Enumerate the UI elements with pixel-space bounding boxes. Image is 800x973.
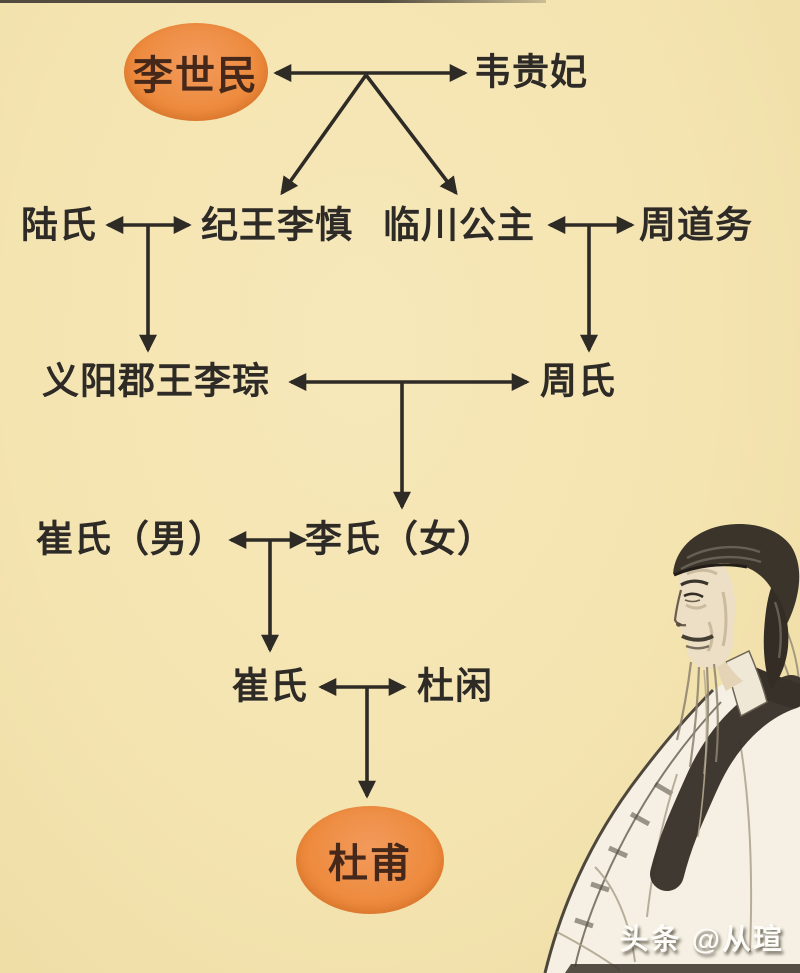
node-dufu-label: 杜甫	[328, 841, 412, 886]
node-duxian: 杜闲	[417, 666, 493, 708]
node-cuishi: 崔氏	[232, 666, 308, 708]
node-zhoushi: 周氏	[540, 361, 616, 403]
node-cuishi-husband: 崔氏（男）	[36, 519, 226, 561]
node-jiwang-lishen: 纪王李慎	[201, 205, 353, 247]
dufu-portrait-illustration	[543, 524, 800, 973]
watermark-text: 头条 @从瑄	[619, 924, 784, 956]
node-linchuan-gongzhu: 临川公主	[383, 205, 535, 247]
node-weiguifei: 韦贵妃	[474, 52, 588, 94]
arrow-child-linchuan	[364, 73, 458, 196]
arrow-child-jiwang	[280, 73, 368, 196]
node-yiyang-junwang-licong: 义阳郡王李琮	[42, 361, 270, 403]
node-lishimin-label: 李世民	[133, 53, 259, 98]
top-edge-artifact	[0, 0, 546, 3]
node-lishimin: 李世民	[124, 23, 268, 121]
node-zhoudaowu: 周道务	[639, 205, 753, 247]
node-lishi-wife: 李氏（女）	[305, 519, 495, 561]
node-lushi: 陆氏	[21, 205, 97, 247]
node-dufu: 杜甫	[296, 806, 444, 914]
